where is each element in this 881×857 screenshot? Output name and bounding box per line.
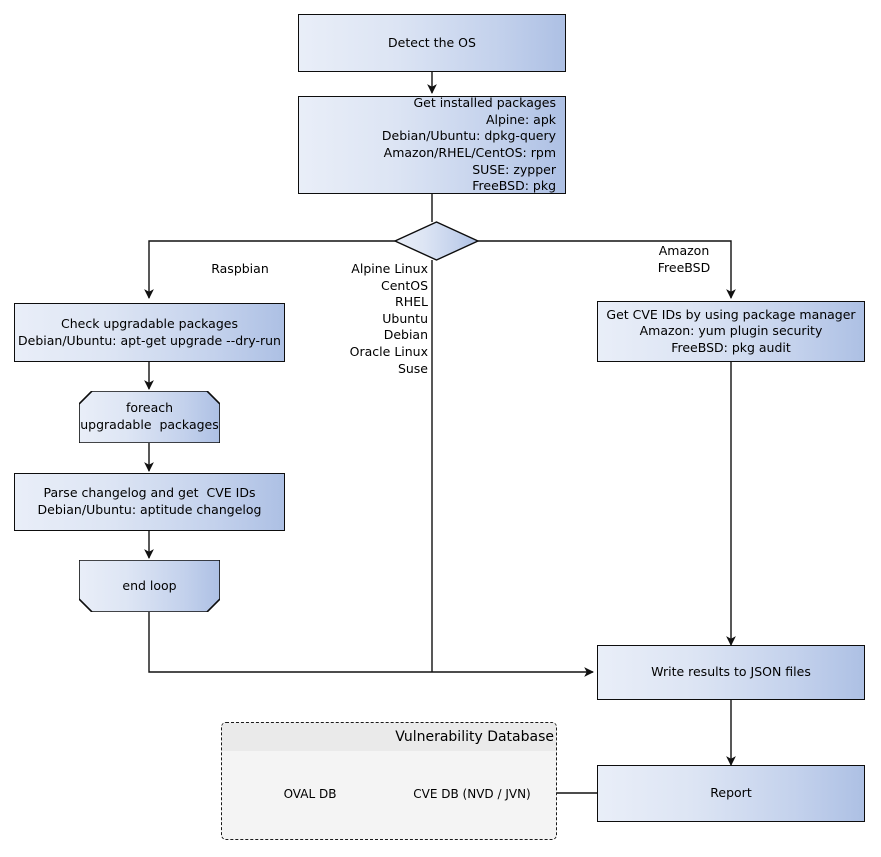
- edge-endloop-to-write: [148, 612, 594, 677]
- oval-db-label: OVAL DB: [283, 787, 337, 801]
- cve-db-label: CVE DB (NVD / JVN): [413, 787, 531, 801]
- vulnerability-database-title: Vulnerability Database: [395, 729, 554, 745]
- edge-label-middle-os-list: Alpine Linux CentOS RHEL Ubuntu Debian O…: [349, 261, 428, 376]
- node-parse-changelog-label: Parse changelog and get CVE IDs Debian/U…: [37, 485, 262, 517]
- node-check-upgradable-label: Check upgradable packages Debian/Ubuntu:…: [18, 315, 281, 348]
- node-detect-os-label: Detect the OS: [388, 34, 476, 50]
- node-report-label: Report: [710, 785, 752, 801]
- vulnerability-database-group: Vulnerability Database: [221, 722, 557, 840]
- node-end-loop-label: end loop: [122, 577, 177, 593]
- vulnerability-database-header: [222, 723, 556, 751]
- node-get-installed-packages-label: Get installed packages Alpine: apk Debia…: [381, 95, 556, 194]
- edge-label-amazon-freebsd: Amazon FreeBSD: [657, 243, 711, 275]
- node-foreach-loop-label: foreach upgradable packages: [80, 400, 219, 432]
- loop-start-shape: [79, 391, 220, 443]
- node-get-cve-ids-label: Get CVE IDs by using package manager Ama…: [606, 306, 856, 355]
- node-write-results-label: Write results to JSON files: [651, 664, 811, 680]
- node-report[interactable]: Report: [597, 765, 865, 822]
- edge-label-raspbian: Raspbian: [211, 261, 269, 276]
- decision-diamond: [393, 221, 480, 261]
- node-detect-os[interactable]: Detect the OS: [298, 14, 566, 72]
- loop-end-shape: [79, 560, 220, 612]
- node-check-upgradable[interactable]: Check upgradable packages Debian/Ubuntu:…: [14, 303, 285, 362]
- node-parse-changelog[interactable]: Parse changelog and get CVE IDs Debian/U…: [14, 473, 285, 531]
- node-write-results[interactable]: Write results to JSON files: [597, 645, 865, 700]
- node-get-installed-packages[interactable]: Get installed packages Alpine: apk Debia…: [298, 95, 566, 194]
- node-end-loop[interactable]: end loop: [79, 560, 220, 612]
- node-foreach-loop[interactable]: foreach upgradable packages: [79, 391, 220, 443]
- node-get-cve-ids[interactable]: Get CVE IDs by using package manager Ama…: [597, 301, 865, 362]
